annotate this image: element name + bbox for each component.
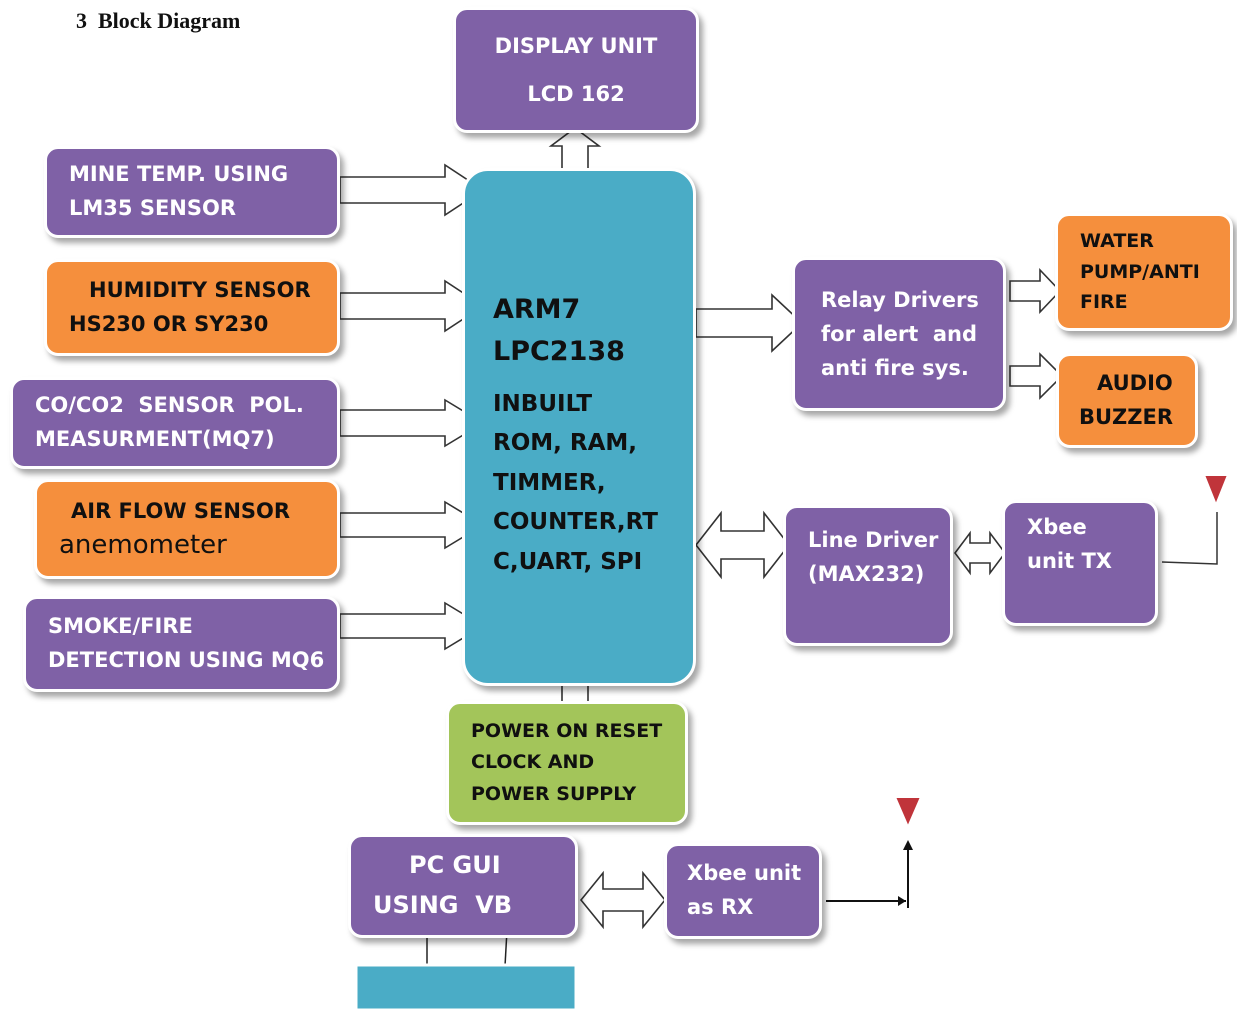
display-unit-block: DISPLAY UNIT LCD 162	[453, 7, 699, 133]
display-unit-model: LCD 162	[527, 81, 625, 106]
xbee-tx-block: Xbee unit TX	[1002, 500, 1158, 626]
mcu-feature-counter: COUNTER,RT	[493, 509, 658, 536]
section-heading: 3 Block Diagram	[76, 8, 241, 33]
relay-drivers-label: Relay Drivers	[821, 287, 979, 312]
smoke-fire-sensor-block: SMOKE/FIRE DETECTION USING MQ6	[23, 596, 340, 692]
arrow-mcu-to-relay	[695, 293, 804, 353]
xbee-rx-label-1: Xbee unit	[687, 861, 802, 886]
arrow-mcu-line-driver	[694, 510, 791, 580]
mine-temp-sensor-label: LM35 SENSOR	[69, 196, 237, 220]
air-flow-sensor-block: AIR FLOW SENSOR anemometer	[34, 479, 340, 579]
mcu-feature-inbuilt: INBUILT	[493, 390, 593, 417]
tx-antenna-icon	[1161, 474, 1230, 565]
relay-alert-label: for alert and	[821, 321, 978, 346]
power-supply-block: POWER ON RESET CLOCK AND POWER SUPPLY	[446, 701, 688, 825]
co-sensor-measurement-label: MEASURMENT(MQ7)	[35, 427, 275, 451]
smoke-fire-label: SMOKE/FIRE	[48, 614, 193, 639]
line-driver-label: Line Driver	[808, 527, 939, 552]
power-supply-label: POWER SUPPLY	[471, 782, 637, 805]
audio-buzzer-block: AUDIO BUZZER	[1056, 353, 1198, 448]
mine-temp-label: MINE TEMP. USING	[69, 162, 289, 187]
water-pump-label-3: FIRE	[1080, 291, 1128, 314]
arrow-relay-to-buzzer	[1009, 352, 1064, 400]
water-pump-label-2: PUMP/ANTI	[1080, 260, 1200, 283]
relay-anti-fire-label: anti fire sys.	[821, 356, 969, 380]
audio-label: AUDIO	[1097, 370, 1173, 395]
air-flow-label: AIR FLOW SENSOR	[71, 499, 291, 524]
arm7-mcu-block: ARM7 LPC2138 INBUILT ROM, RAM, TIMMER, C…	[462, 168, 696, 686]
rx-antenna-icon	[826, 796, 923, 908]
arrow-relay-to-pump	[1009, 268, 1062, 314]
pc-gui-label: PC GUI	[409, 851, 501, 880]
mcu-feature-timer: TIMMER,	[493, 469, 606, 496]
mine-temp-sensor-block: MINE TEMP. USING LM35 SENSOR	[44, 146, 340, 238]
xbee-tx-label-1: Xbee	[1027, 515, 1087, 540]
xbee-tx-label-2: unit TX	[1027, 549, 1112, 573]
humidity-sensor-block: HUMIDITY SENSOR HS230 OR SY230	[44, 259, 340, 356]
pc-monitor-icon	[354, 929, 578, 1012]
xbee-rx-label-2: as RX	[687, 895, 754, 919]
humidity-label: HUMIDITY SENSOR	[89, 277, 311, 302]
relay-drivers-block: Relay Drivers for alert and anti fire sy…	[792, 257, 1006, 411]
power-on-reset-label: POWER ON RESET	[471, 719, 663, 742]
smoke-detection-label: DETECTION USING MQ6	[48, 648, 325, 672]
xbee-rx-block: Xbee unit as RX	[664, 843, 822, 939]
co-sensor-block: CO/CO2 SENSOR POL. MEASURMENT(MQ7)	[10, 377, 340, 469]
mcu-model: LPC2138	[493, 335, 625, 367]
arrow-line-driver-xbee	[954, 530, 1006, 576]
line-driver-chip-label: (MAX232)	[808, 561, 925, 586]
water-pump-block: WATER PUMP/ANTI FIRE	[1055, 213, 1233, 331]
co-sensor-label: CO/CO2 SENSOR POL.	[35, 393, 304, 418]
clock-label: CLOCK AND	[471, 751, 595, 774]
humidity-sensor-label: HS230 OR SY230	[69, 311, 269, 336]
pc-gui-vb-label: USING VB	[373, 891, 513, 919]
buzzer-label: BUZZER	[1079, 404, 1174, 429]
mcu-feature-interfaces: C,UART, SPI	[493, 548, 643, 575]
mcu-family: ARM7	[493, 294, 581, 325]
anemometer-label: anemometer	[59, 529, 227, 560]
arrow-pcgui-xbee-rx	[579, 870, 667, 930]
pc-gui-block: PC GUI USING VB	[348, 834, 578, 938]
line-driver-block: Line Driver (MAX232)	[783, 505, 953, 646]
display-unit-title: DISPLAY UNIT	[494, 33, 658, 58]
arrow-mcu-to-display	[548, 127, 602, 174]
water-pump-label-1: WATER	[1080, 229, 1154, 252]
mcu-feature-memory: ROM, RAM,	[493, 430, 638, 457]
